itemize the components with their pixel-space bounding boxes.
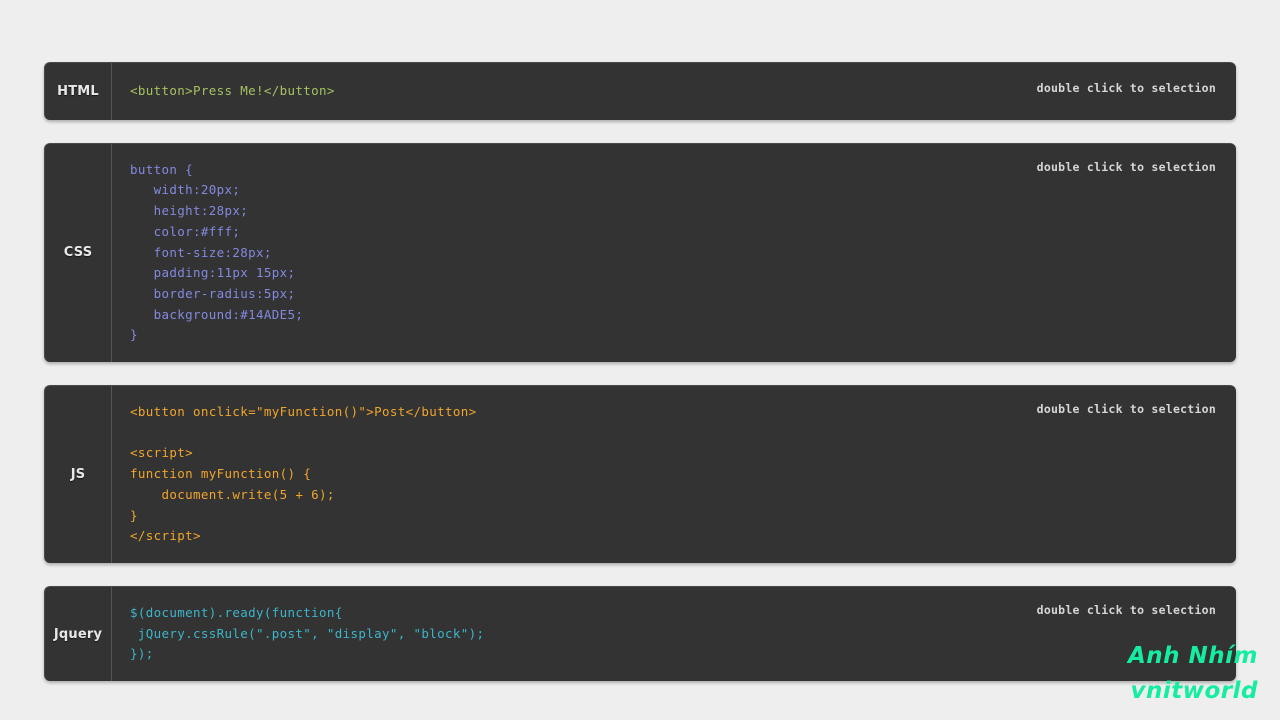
selection-hint-jquery: double click to selection (1036, 602, 1216, 617)
selection-hint-css: double click to selection (1036, 159, 1216, 174)
code-block-js[interactable]: <button onclick="myFunction()">Post</but… (130, 404, 477, 544)
panel-label-text: Jquery (53, 626, 103, 642)
panel-label-text: JS (70, 466, 86, 482)
panel-label-text: CSS (63, 245, 93, 261)
panel-body-css[interactable]: button { width:20px; height:28px; color:… (112, 144, 1236, 362)
panel-body-html[interactable]: <button>Press Me!</button> double click … (112, 63, 1236, 120)
code-block-html[interactable]: <button>Press Me!</button> (130, 83, 335, 98)
code-panel-js[interactable]: JS <button onclick="myFunction()">Post</… (44, 385, 1236, 563)
code-panel-jquery[interactable]: Jquery $(document).ready(function{ jQuer… (44, 585, 1236, 682)
panel-label-js: JS (45, 386, 112, 563)
panel-label-html: HTML (45, 63, 112, 120)
panel-body-jquery[interactable]: $(document).ready(function{ jQuery.cssRu… (112, 587, 1236, 681)
code-panel-html[interactable]: HTML <button>Press Me!</button> double c… (44, 62, 1236, 120)
panel-label-jquery: Jquery (45, 586, 112, 682)
code-panel-stack: HTML <button>Press Me!</button> double c… (44, 62, 1236, 682)
panel-label-text: HTML (57, 83, 99, 99)
code-panel-css[interactable]: CSS button { width:20px; height:28px; co… (44, 142, 1236, 363)
panel-body-js[interactable]: <button onclick="myFunction()">Post</but… (112, 386, 1236, 563)
selection-hint-html: double click to selection (1036, 81, 1216, 95)
code-block-css[interactable]: button { width:20px; height:28px; color:… (130, 161, 304, 343)
panel-label-css: CSS (45, 143, 112, 363)
code-block-jquery[interactable]: $(document).ready(function{ jQuery.cssRu… (130, 604, 485, 662)
selection-hint-js: double click to selection (1036, 402, 1216, 417)
